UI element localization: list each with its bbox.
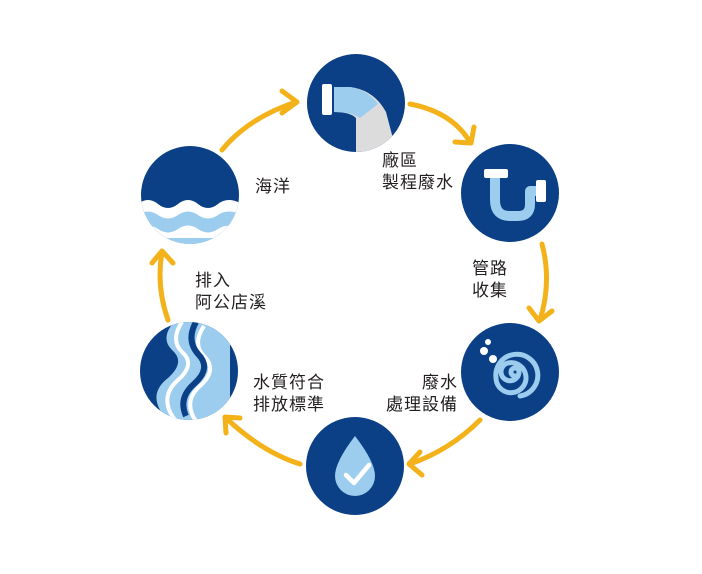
arrow-stream-to-ocean <box>157 249 171 323</box>
label-line: 處理設備 <box>386 395 458 415</box>
stage-quality-standard <box>140 322 238 420</box>
arrow-head-factory-to-pipe <box>452 124 477 146</box>
label-line: 製程廢水 <box>382 173 454 193</box>
arrow-head-stream-to-ocean <box>149 248 176 266</box>
arrow-ocean-to-factory <box>219 99 299 153</box>
label-line: 排入 <box>195 271 231 291</box>
arrow-treatment-to-drop <box>407 417 483 467</box>
arrow-head-ocean-to-factory <box>279 88 300 116</box>
cycle-arrows <box>149 88 555 478</box>
pipe-outlet-icon <box>322 84 396 152</box>
label-line: 排放標準 <box>253 395 325 415</box>
label-line: 水質符合 <box>253 373 325 393</box>
stage-pipeline-collection <box>461 144 559 242</box>
stage-factory-wastewater <box>307 54 405 152</box>
arrow-pipe-to-treatment <box>537 241 550 323</box>
u-pipe-icon <box>484 169 546 221</box>
label-line: 管路 <box>472 259 508 279</box>
stage-ocean <box>141 146 239 244</box>
stream-icon <box>156 322 230 420</box>
stage-wastewater-treatment <box>461 323 559 421</box>
label-wastewater-treatment: 廢水 處理設備 <box>372 372 458 416</box>
stage-circle <box>461 144 559 242</box>
arrow-head-pipe-to-treatment <box>526 305 555 324</box>
label-line: 收集 <box>472 281 508 301</box>
arrow-factory-to-pipe <box>407 101 473 145</box>
arrow-head-treatment-to-drop <box>406 449 425 478</box>
stage-water-check <box>306 417 404 515</box>
water-drop-check-icon <box>335 436 375 496</box>
arrow-drop-to-stream <box>223 415 303 467</box>
label-line: 阿公店溪 <box>195 293 267 313</box>
label-line: 海洋 <box>255 177 291 197</box>
label-discharge-stream: 排入 阿公店溪 <box>195 270 267 314</box>
ocean-waves-icon <box>141 200 239 244</box>
swirl-treatment-icon <box>480 339 541 399</box>
label-quality-standard: 水質符合 排放標準 <box>253 372 325 416</box>
label-line: 廢水 <box>422 373 458 393</box>
label-line: 廠區 <box>382 151 418 171</box>
label-ocean: 海洋 <box>255 176 291 198</box>
label-pipeline-collection: 管路 收集 <box>472 258 508 302</box>
label-factory-wastewater: 廠區 製程廢水 <box>382 150 454 194</box>
arrow-head-drop-to-stream <box>222 414 243 436</box>
